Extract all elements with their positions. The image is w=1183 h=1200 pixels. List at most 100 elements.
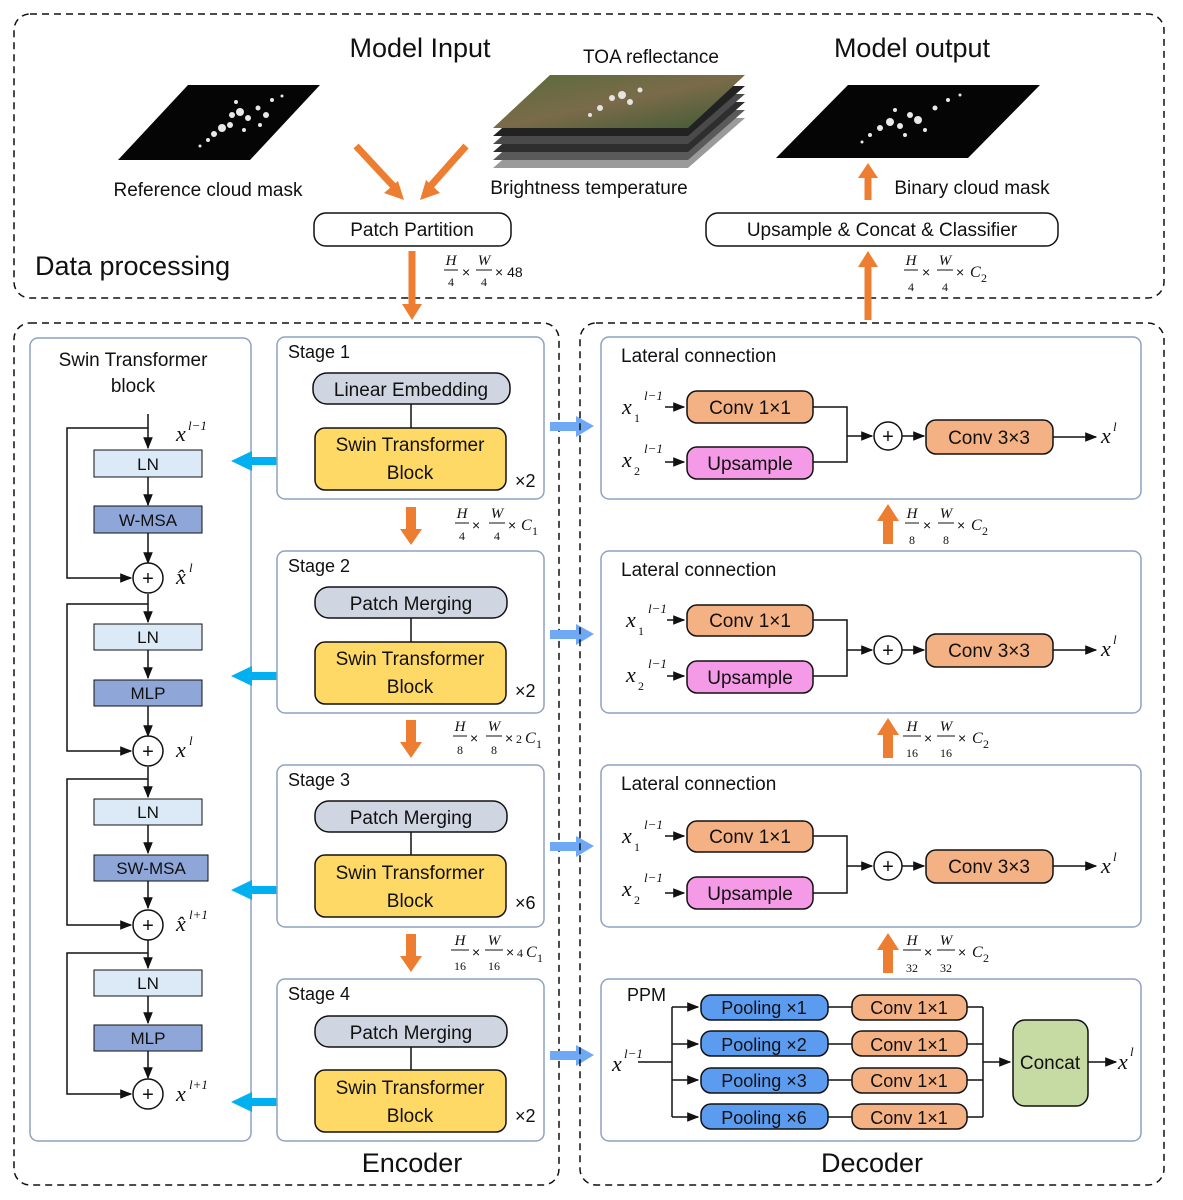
ln-block-3 — [93, 798, 203, 826]
svg-text:×: × — [508, 517, 516, 533]
svg-text:H: H — [445, 253, 458, 269]
svg-text:×: × — [505, 730, 513, 746]
stage-4-top-block: Patch Merging — [350, 1023, 473, 1044]
svg-text:W: W — [488, 719, 502, 735]
svg-text:+: + — [142, 915, 154, 937]
svg-text:x: x — [1100, 423, 1111, 448]
svg-text:×: × — [924, 944, 932, 960]
decoder-up-arrows — [877, 504, 899, 973]
stage-3-top-block: Patch Merging — [350, 808, 473, 829]
svg-text:8: 8 — [457, 743, 463, 757]
svg-text:1: 1 — [634, 411, 640, 425]
svg-text:l: l — [1113, 419, 1117, 434]
ln-block-1 — [93, 449, 203, 478]
reference-cloud-mask-image — [118, 85, 320, 160]
svg-text:H: H — [906, 506, 919, 522]
svg-text:×: × — [956, 264, 964, 280]
svg-text:Lateral connection: Lateral connection — [621, 560, 776, 581]
svg-text:×: × — [922, 264, 930, 280]
svg-text:H: H — [906, 933, 919, 949]
svg-text:4: 4 — [942, 280, 948, 294]
svg-text:l: l — [189, 560, 193, 575]
svg-text:×: × — [472, 517, 480, 533]
arrow-to-binary-mask-head — [858, 163, 878, 178]
stage-1-swin-line2: Block — [387, 463, 434, 484]
svg-text:W: W — [940, 719, 954, 735]
svg-text:W: W — [488, 933, 502, 949]
svg-text:x: x — [621, 394, 632, 419]
reference-cloud-mask-label: Reference cloud mask — [113, 180, 303, 201]
svg-text:x: x — [1117, 1049, 1128, 1074]
svg-text:l−1: l−1 — [648, 656, 667, 671]
svg-text:Upsample: Upsample — [707, 668, 793, 689]
svg-text:×: × — [924, 730, 932, 746]
binary-cloud-mask-label: Binary cloud mask — [894, 178, 1050, 199]
svg-text:Conv 1×1: Conv 1×1 — [870, 1035, 948, 1055]
arrow-mask-to-partition-head — [384, 181, 404, 200]
svg-text:l−1: l−1 — [644, 441, 663, 456]
stage-3-label: Stage 3 — [288, 770, 350, 790]
svg-text:×: × — [957, 517, 965, 533]
svg-text:+: + — [882, 856, 894, 878]
svg-text:2: 2 — [981, 271, 987, 285]
encoder-dims-2: H 8 × W 8 × 2 C 1 — [453, 719, 542, 757]
svg-text:×: × — [958, 730, 966, 746]
svg-text:Lateral connection: Lateral connection — [621, 774, 776, 795]
add-node-2: + — [132, 735, 164, 767]
svg-text:×: × — [472, 944, 480, 960]
svg-text:x: x — [625, 607, 636, 632]
x-hat-label: x̂l — [175, 560, 193, 589]
encoder-panel — [13, 322, 560, 1186]
stage-4: Stage 4 Patch Merging Swin Transformer B… — [276, 978, 545, 1142]
svg-text:l−1: l−1 — [624, 1046, 643, 1061]
arrow-toa-to-partition-head — [420, 180, 440, 200]
mlp-block-2 — [93, 1024, 203, 1052]
decoder-panel — [579, 322, 1165, 1186]
svg-text:C: C — [972, 944, 983, 961]
svg-text:l−1: l−1 — [644, 870, 663, 885]
upsample-concat-classifier-label: Upsample & Concat & Classifier — [747, 220, 1018, 241]
svg-text:Conv 1×1: Conv 1×1 — [870, 998, 948, 1018]
decoder-label: Decoder — [821, 1148, 923, 1178]
svg-text:Pooling ×2: Pooling ×2 — [721, 1035, 807, 1055]
svg-text:Conv 3×3: Conv 3×3 — [948, 641, 1030, 662]
ln-label-1: LN — [137, 455, 159, 474]
decoder-dims-1: H 8 × W 8 × C 2 — [905, 506, 988, 547]
svg-text:1: 1 — [532, 524, 538, 538]
svg-text:+: + — [142, 1084, 154, 1106]
svg-text:16: 16 — [454, 959, 466, 973]
toa-reflectance-label: TOA reflectance — [583, 47, 719, 68]
svg-text:+: + — [882, 426, 894, 448]
svg-text:Conv 1×1: Conv 1×1 — [870, 1071, 948, 1091]
svg-text:16: 16 — [488, 959, 500, 973]
svg-text:Conv 1×1: Conv 1×1 — [709, 611, 791, 632]
svg-text:4: 4 — [517, 946, 523, 960]
svg-text:C: C — [970, 264, 981, 281]
svg-text:x: x — [621, 447, 632, 472]
svg-text:x: x — [621, 876, 632, 901]
wmsa-block — [93, 505, 203, 534]
svg-text:2: 2 — [638, 679, 644, 693]
svg-text:H: H — [454, 933, 467, 949]
svg-text:Pooling ×1: Pooling ×1 — [721, 998, 807, 1018]
svg-text:×: × — [470, 730, 478, 746]
svg-text:x: x — [175, 737, 186, 762]
svg-text:×: × — [462, 264, 470, 280]
svg-text:l: l — [1113, 632, 1117, 647]
stage-2-swin-line1: Swin Transformer — [336, 649, 486, 670]
svg-text:x: x — [621, 823, 632, 848]
arrow-toa-to-partition — [424, 143, 469, 193]
stage-3-swin-line1: Swin Transformer — [336, 863, 486, 884]
svg-text:Lateral connection: Lateral connection — [621, 346, 776, 367]
svg-text:Conv 1×1: Conv 1×1 — [709, 398, 791, 419]
svg-text:8: 8 — [491, 743, 497, 757]
stage-2-top-block: Patch Merging — [350, 594, 473, 615]
svg-text:x: x — [175, 421, 186, 446]
stage-down-arrows — [400, 507, 422, 972]
stage-1-swin-line1: Swin Transformer — [336, 435, 486, 456]
encoder-dims-3: H 16 × W 16 × 4 C 1 — [451, 933, 543, 973]
add-node-1: + — [132, 562, 164, 594]
svg-text:2: 2 — [634, 893, 640, 907]
svg-text:l−1: l−1 — [188, 418, 207, 433]
